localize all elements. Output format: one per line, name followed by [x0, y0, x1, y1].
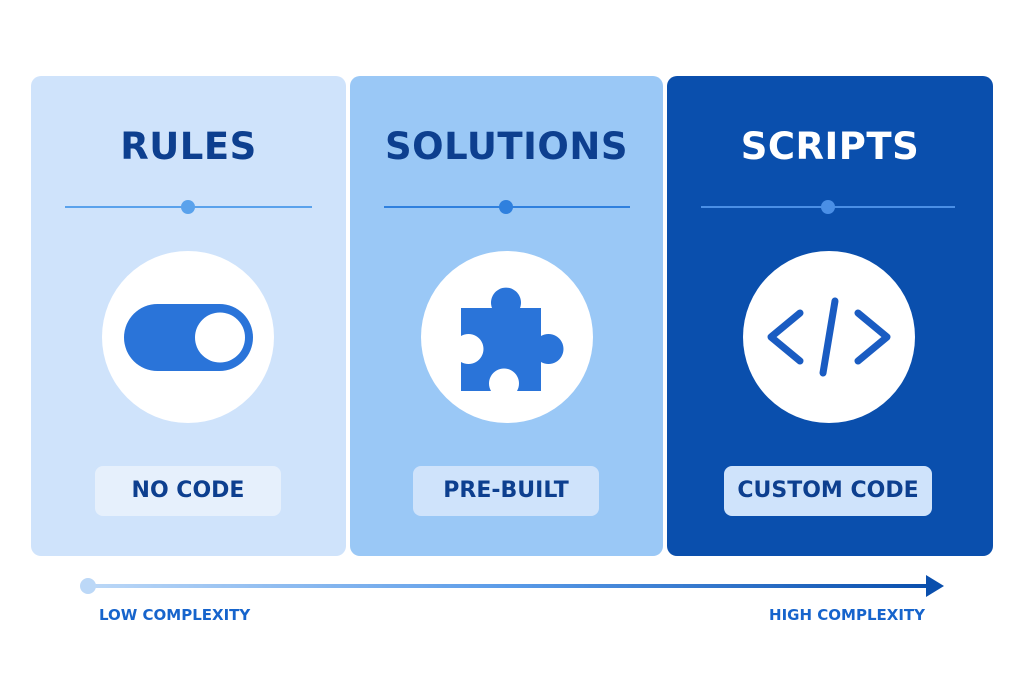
- solutions-divider-dot: [499, 200, 513, 214]
- custom-code-badge: CUSTOM CODE: [724, 466, 932, 516]
- scripts-divider: [701, 200, 955, 214]
- complexity-arrow: [80, 575, 944, 597]
- rules-divider: [65, 200, 312, 214]
- scripts-icon-circle: [743, 251, 915, 423]
- pre-built-badge: PRE-BUILT: [413, 466, 599, 516]
- scripts-title: SCRIPTS: [740, 125, 920, 168]
- solutions-title: SOLUTIONS: [385, 125, 628, 168]
- rules-divider-dot: [181, 200, 195, 214]
- puzzle-piece-icon: [461, 287, 564, 391]
- scripts-divider-dot: [821, 200, 835, 214]
- arrowhead-icon: [926, 575, 944, 597]
- complexity-start-dot: [80, 578, 96, 594]
- high-complexity-label: HIGH COMPLEXITY: [769, 606, 925, 624]
- code-brackets-icon: [767, 297, 891, 377]
- toggle-switch-icon: [124, 304, 253, 371]
- no-code-badge: NO CODE: [95, 466, 281, 516]
- rules-title: RULES: [120, 125, 257, 168]
- rules-icon-circle: [102, 251, 274, 423]
- low-complexity-label: LOW COMPLEXITY: [99, 606, 251, 624]
- solutions-divider: [384, 200, 630, 214]
- solutions-icon-circle: [421, 251, 593, 423]
